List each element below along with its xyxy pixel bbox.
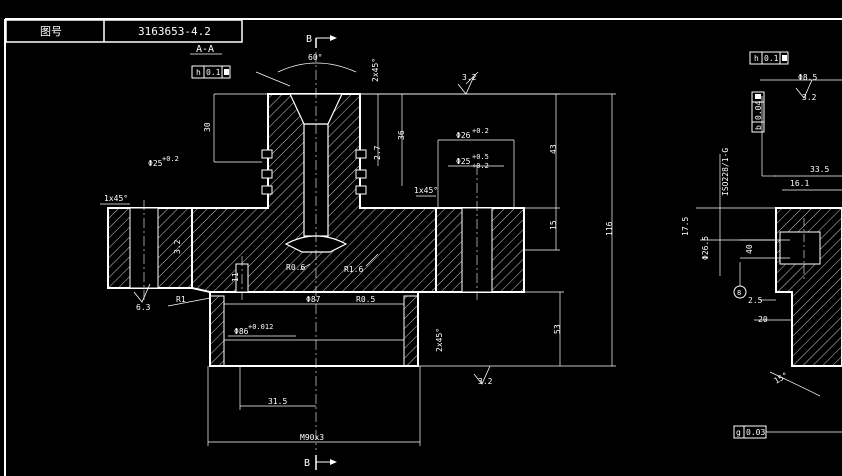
drawing-frame bbox=[4, 18, 842, 476]
dim-m90x3: M90x3 bbox=[300, 433, 324, 442]
r-dim-33-5: 33.5 bbox=[810, 165, 829, 174]
dim-chamfer-right: 1x45° bbox=[414, 186, 438, 195]
dim-chamfer-bottom: 2x45° bbox=[435, 328, 444, 352]
fcf-right-bottom-symbol: g bbox=[736, 428, 741, 437]
section-title: A-A bbox=[196, 44, 214, 55]
r-circle-label: 8 bbox=[737, 289, 741, 297]
section-mark-top-letter: B bbox=[306, 34, 312, 45]
fcf-right-top-symbol: h bbox=[754, 54, 759, 63]
fcf-left-value: 0.1 bbox=[206, 68, 221, 77]
title-label: 图号 bbox=[40, 25, 62, 38]
fcf-left: h 0.1 bbox=[191, 65, 231, 79]
r-angle-15: 15° bbox=[773, 371, 790, 386]
fcf-right-bottom-value: 0.03 bbox=[746, 428, 765, 437]
dim-phi86: Φ86 bbox=[234, 327, 249, 336]
dim-r1: R1 bbox=[176, 295, 186, 304]
r-rough-3-2: 3.2 bbox=[802, 93, 817, 102]
dim-r0-6: R0.6 bbox=[286, 263, 305, 272]
fcf-right-perp: b 0.04 bbox=[751, 91, 765, 133]
dim-phi26: Φ26 bbox=[456, 131, 471, 140]
dim-phi25: Φ25 bbox=[456, 157, 471, 166]
fcf-right-perp-value: 0.04 bbox=[754, 101, 763, 120]
rough-top: 3.2 bbox=[462, 73, 477, 82]
dim-phi25-tol-up: +0.5 bbox=[472, 153, 489, 161]
dim-r1-6: R1.6 bbox=[344, 265, 363, 274]
center-lines bbox=[143, 52, 478, 450]
dim-phi25-left: Φ25 bbox=[148, 159, 163, 168]
dim-r0-5: R0.5 bbox=[356, 295, 375, 304]
dim-53: 53 bbox=[553, 324, 562, 334]
r-dim-thread: ISO228/1-G bbox=[721, 148, 730, 196]
dim-15: 15 bbox=[549, 220, 558, 230]
section-mark-top: B bbox=[306, 34, 337, 48]
dimension-lines bbox=[100, 62, 616, 446]
r-dim-8-5: Φ8.5 bbox=[798, 73, 817, 82]
dim-36: 36 bbox=[397, 130, 406, 140]
rough-left-bore: 3.2 bbox=[173, 239, 182, 254]
right-partial-view bbox=[696, 79, 842, 433]
fcf-left-symbol: h bbox=[196, 68, 201, 77]
rough-bottom: 3.2 bbox=[478, 377, 493, 386]
title-block: 图号 3163653-4.2 bbox=[5, 19, 243, 43]
dim-60-angle: 60° bbox=[308, 53, 322, 62]
r-dim-26-5: Φ26.5 bbox=[701, 236, 710, 260]
dim-31-5: 31.5 bbox=[268, 397, 287, 406]
r-dim-2-5: 2.5 bbox=[748, 296, 763, 305]
fcf-right-bottom: g 0.03 bbox=[733, 425, 767, 439]
fcf-right-top-value: 0.1 bbox=[764, 54, 779, 63]
r-dim-16-1: 16.1 bbox=[790, 179, 809, 188]
dim-116: 116 bbox=[605, 221, 614, 236]
r-dim-20: 20 bbox=[758, 315, 768, 324]
dim-chamfer-top: 2x45° bbox=[371, 58, 380, 82]
section-mark-bottom: B bbox=[304, 455, 337, 470]
drawing-number: 3163653-4.2 bbox=[138, 25, 211, 38]
dim-phi25-left-tol: +0.2 bbox=[162, 155, 179, 163]
dim-phi26-tol: +0.2 bbox=[472, 127, 489, 135]
dim-phi86-tol: +0.012 bbox=[248, 323, 273, 331]
dim-chamfer-left: 1x45° bbox=[104, 194, 128, 203]
dim-phi87: Φ87 bbox=[306, 295, 321, 304]
dim-43: 43 bbox=[549, 144, 558, 154]
section-mark-bottom-letter: B bbox=[304, 458, 310, 469]
fcf-right-top: h 0.1 bbox=[749, 51, 789, 65]
dim-phi25-tol-dn: +0.2 bbox=[472, 162, 489, 170]
dim-30: 30 bbox=[203, 122, 212, 132]
dim-11: 11 bbox=[231, 272, 240, 282]
r-dim-40: 40 bbox=[745, 244, 754, 254]
r-dim-17-5: 17.5 bbox=[681, 217, 690, 236]
rough-flange-bottom: 6.3 bbox=[136, 303, 151, 312]
dim-2-7: 2.7 bbox=[373, 145, 382, 160]
roughness-symbols bbox=[133, 75, 813, 385]
fcf-right-perp-symbol: b bbox=[754, 125, 763, 130]
